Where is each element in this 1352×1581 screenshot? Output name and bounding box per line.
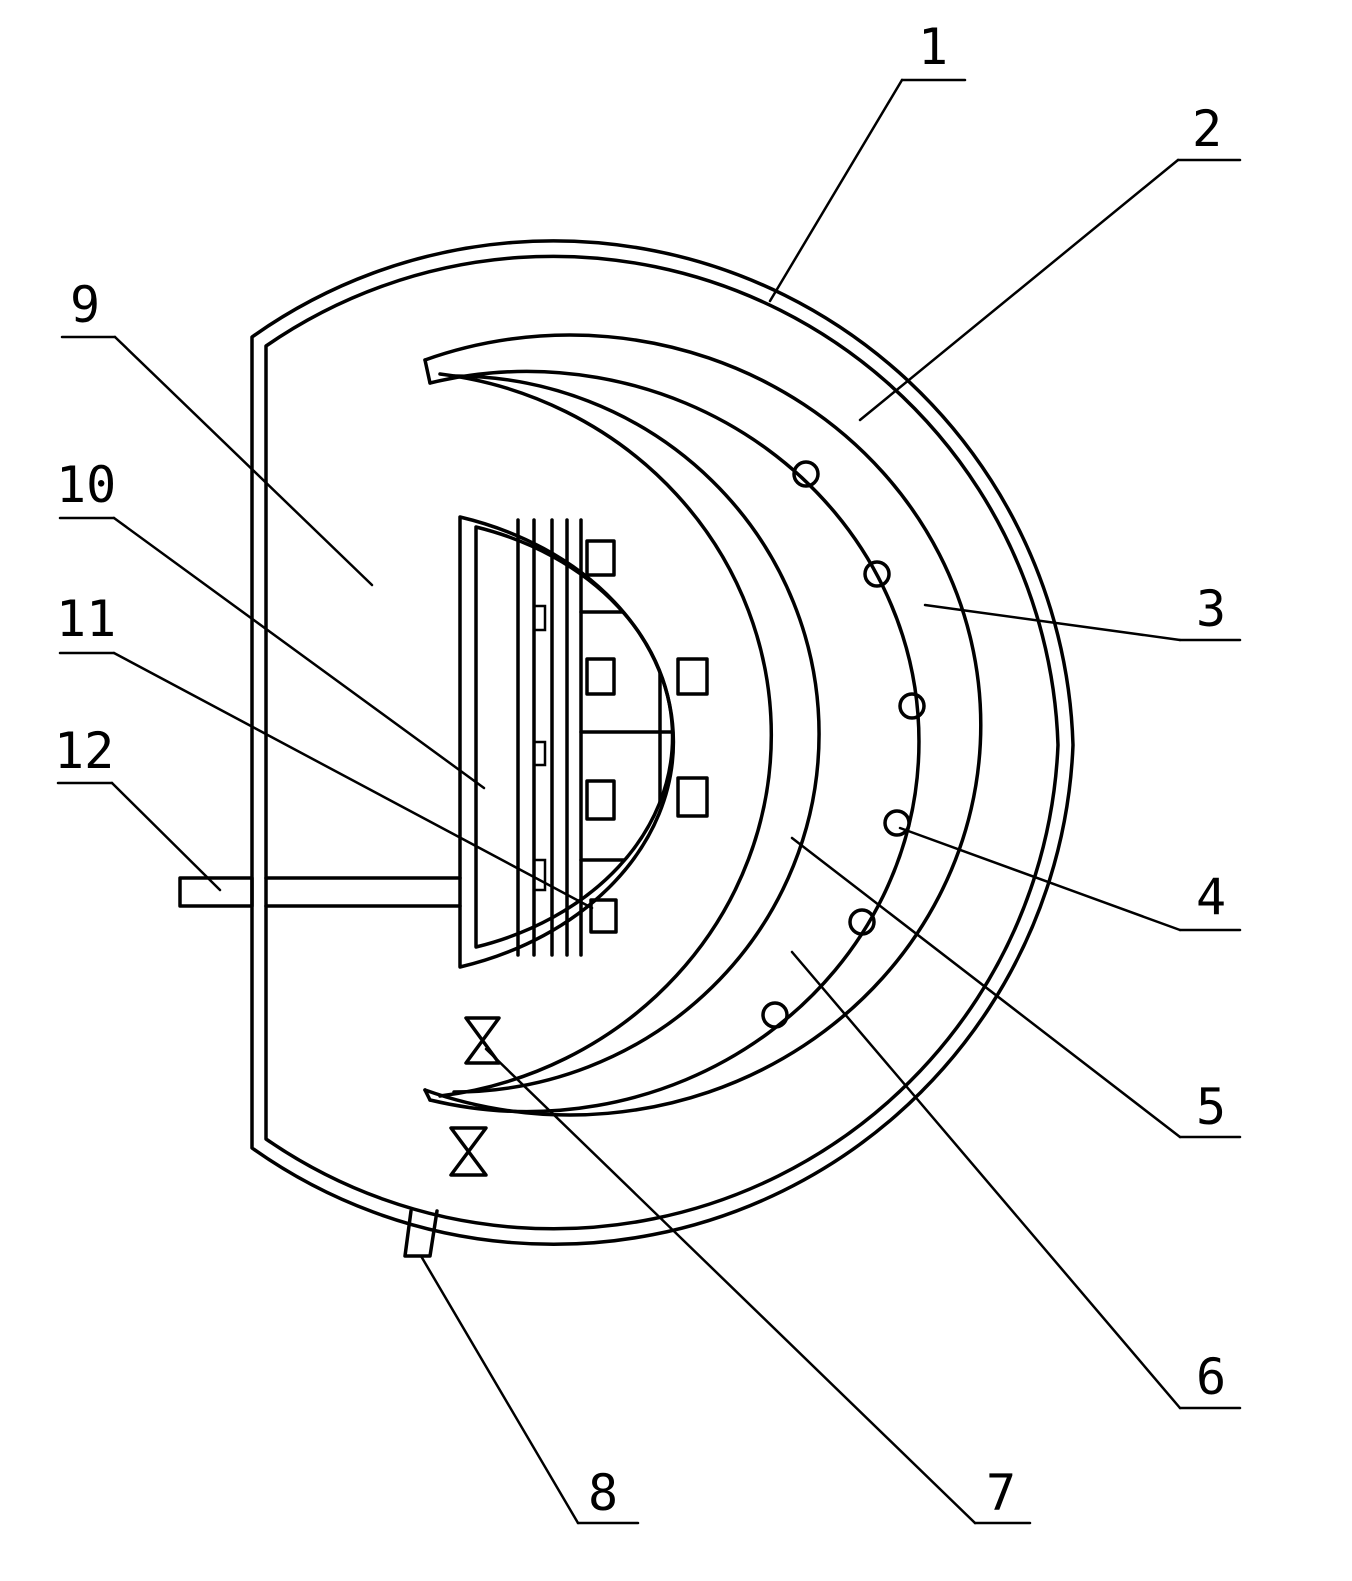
outer-shell-inner <box>264 254 1060 1231</box>
nozzle-hole <box>792 460 820 488</box>
label-11: 11 <box>56 590 116 648</box>
label-3: 3 <box>1196 580 1226 638</box>
label-8: 8 <box>588 1464 618 1522</box>
inner-crescent-inner <box>452 374 821 1094</box>
drain-outlet <box>403 1209 439 1258</box>
grid-square <box>585 657 616 696</box>
label-6: 6 <box>1196 1348 1226 1406</box>
rack-slot <box>532 604 547 632</box>
rack-slot <box>532 858 547 892</box>
rack-slot <box>532 740 547 767</box>
label-7: 7 <box>986 1464 1016 1522</box>
outer-crescent-band-inner <box>428 369 921 1114</box>
leader-lines <box>56 78 1242 1525</box>
nozzle-hole <box>898 692 926 720</box>
grid-square <box>676 776 709 818</box>
crescent-bottom-cap <box>423 1088 432 1102</box>
outer-crescent-band <box>423 333 983 1117</box>
grid-square <box>589 898 618 934</box>
grid-square <box>676 657 709 696</box>
grid-square <box>585 779 616 821</box>
label-12: 12 <box>54 722 114 780</box>
nozzle-hole <box>883 809 911 837</box>
rack-inner <box>474 525 675 949</box>
crescent-top-cap <box>423 358 432 385</box>
valve-lower <box>449 1126 488 1177</box>
label-9: 9 <box>70 276 100 334</box>
inner-crescent-outer <box>438 372 774 1098</box>
label-4: 4 <box>1196 868 1226 926</box>
outer-shell-outer <box>250 239 1075 1247</box>
nozzle-hole <box>761 1001 789 1029</box>
nozzle-hole <box>848 908 876 936</box>
label-10: 10 <box>56 456 116 514</box>
label-1: 1 <box>918 18 948 76</box>
label-2: 2 <box>1192 100 1222 158</box>
valve-upper <box>464 1016 501 1065</box>
grid-square <box>585 539 616 577</box>
shaft-outer-stub <box>178 876 254 908</box>
nozzle-hole <box>863 560 891 588</box>
label-5: 5 <box>1196 1078 1226 1136</box>
